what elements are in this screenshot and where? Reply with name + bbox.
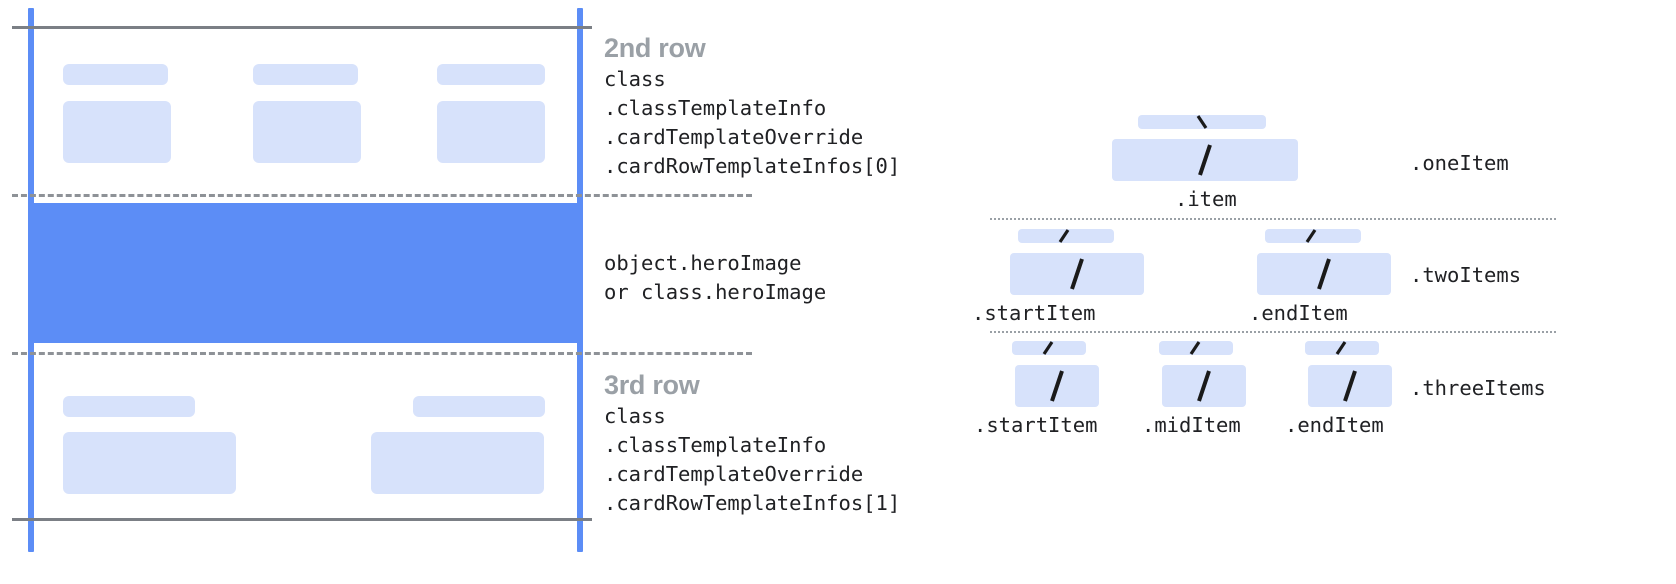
slash-icon (1159, 341, 1233, 355)
second-row-code-line-1: class (604, 67, 666, 91)
legend-separator-1 (990, 218, 1556, 220)
hero-image-band (31, 203, 580, 343)
two-items-start-body-bar (1010, 253, 1144, 295)
slash-icon (1265, 229, 1361, 243)
slash-icon (1162, 365, 1246, 407)
row2-value-placeholder-1 (63, 101, 171, 163)
row3-label-placeholder-1 (63, 396, 195, 417)
one-item-top-bar (1138, 115, 1266, 129)
two-items-start-slot-label: .startItem (972, 301, 1096, 325)
two-items-end-body-bar (1257, 253, 1391, 295)
card-template-mock (0, 0, 600, 584)
slash-icon (1305, 341, 1379, 355)
slash-icon (1015, 365, 1099, 407)
hero-code-line-1: object.heroImage (604, 251, 802, 275)
slash-icon (1010, 253, 1144, 295)
group-label-two-items: .twoItems (1410, 263, 1522, 287)
row2-value-placeholder-3 (437, 101, 545, 163)
second-row-code-line-2: .classTemplateInfo (604, 96, 827, 120)
hero-code-line-2: or class.heroImage (604, 280, 827, 304)
annotation-third-row: 3rd row class .classTemplateInfo .cardTe… (604, 368, 900, 518)
two-items-start-top-bar (1018, 229, 1114, 243)
row3-value-placeholder-2 (371, 432, 544, 494)
two-items-end-top-bar (1265, 229, 1361, 243)
third-row-code-line-1: class (604, 404, 666, 428)
second-row-code-line-4: .cardRowTemplateInfos[0] (604, 154, 901, 178)
row2-label-placeholder-3 (437, 64, 545, 85)
row2-value-placeholder-2 (253, 101, 361, 163)
slash-icon (1112, 139, 1298, 181)
three-items-mid-body-bar (1162, 365, 1246, 407)
card-top-boundary-line (12, 26, 592, 29)
card-right-guide-rail (577, 8, 583, 552)
row-separator-lower (12, 352, 752, 355)
one-item-slot-label: .item (1175, 187, 1237, 211)
second-row-title: 2nd row (604, 33, 706, 63)
slash-icon (1308, 365, 1392, 407)
group-label-three-items: .threeItems (1410, 376, 1546, 400)
slash-icon (1138, 115, 1266, 129)
three-items-start-slot-label: .startItem (974, 413, 1098, 437)
third-row-code-line-3: .cardTemplateOverride (604, 462, 864, 486)
annotation-hero-image: object.heroImage or class.heroImage (604, 249, 826, 307)
row3-value-placeholder-1 (63, 432, 236, 494)
row-item-layout-legend: .item .oneItem .startItem .endItem .twoI… (960, 0, 1676, 584)
third-row-code-line-4: .cardRowTemplateInfos[1] (604, 491, 901, 515)
row-separator-upper (12, 194, 752, 197)
group-label-one-item: .oneItem (1410, 151, 1509, 175)
three-items-start-top-bar (1012, 341, 1086, 355)
slash-icon (1018, 229, 1114, 243)
three-items-end-top-bar (1305, 341, 1379, 355)
three-items-mid-top-bar (1159, 341, 1233, 355)
two-items-end-slot-label: .endItem (1249, 301, 1348, 325)
row2-label-placeholder-2 (253, 64, 358, 85)
annotation-second-row: 2nd row class .classTemplateInfo .cardTe… (604, 31, 900, 181)
card-bottom-boundary-line (12, 518, 592, 521)
three-items-end-body-bar (1308, 365, 1392, 407)
three-items-end-slot-label: .endItem (1285, 413, 1384, 437)
legend-separator-2 (990, 331, 1556, 333)
row2-label-placeholder-1 (63, 64, 168, 85)
row3-label-placeholder-2 (413, 396, 545, 417)
second-row-code-line-3: .cardTemplateOverride (604, 125, 864, 149)
slash-icon (1257, 253, 1391, 295)
three-items-mid-slot-label: .midItem (1142, 413, 1241, 437)
slash-icon (1012, 341, 1086, 355)
one-item-body-bar (1112, 139, 1298, 181)
third-row-title: 3rd row (604, 370, 700, 400)
three-items-start-body-bar (1015, 365, 1099, 407)
third-row-code-line-2: .classTemplateInfo (604, 433, 827, 457)
